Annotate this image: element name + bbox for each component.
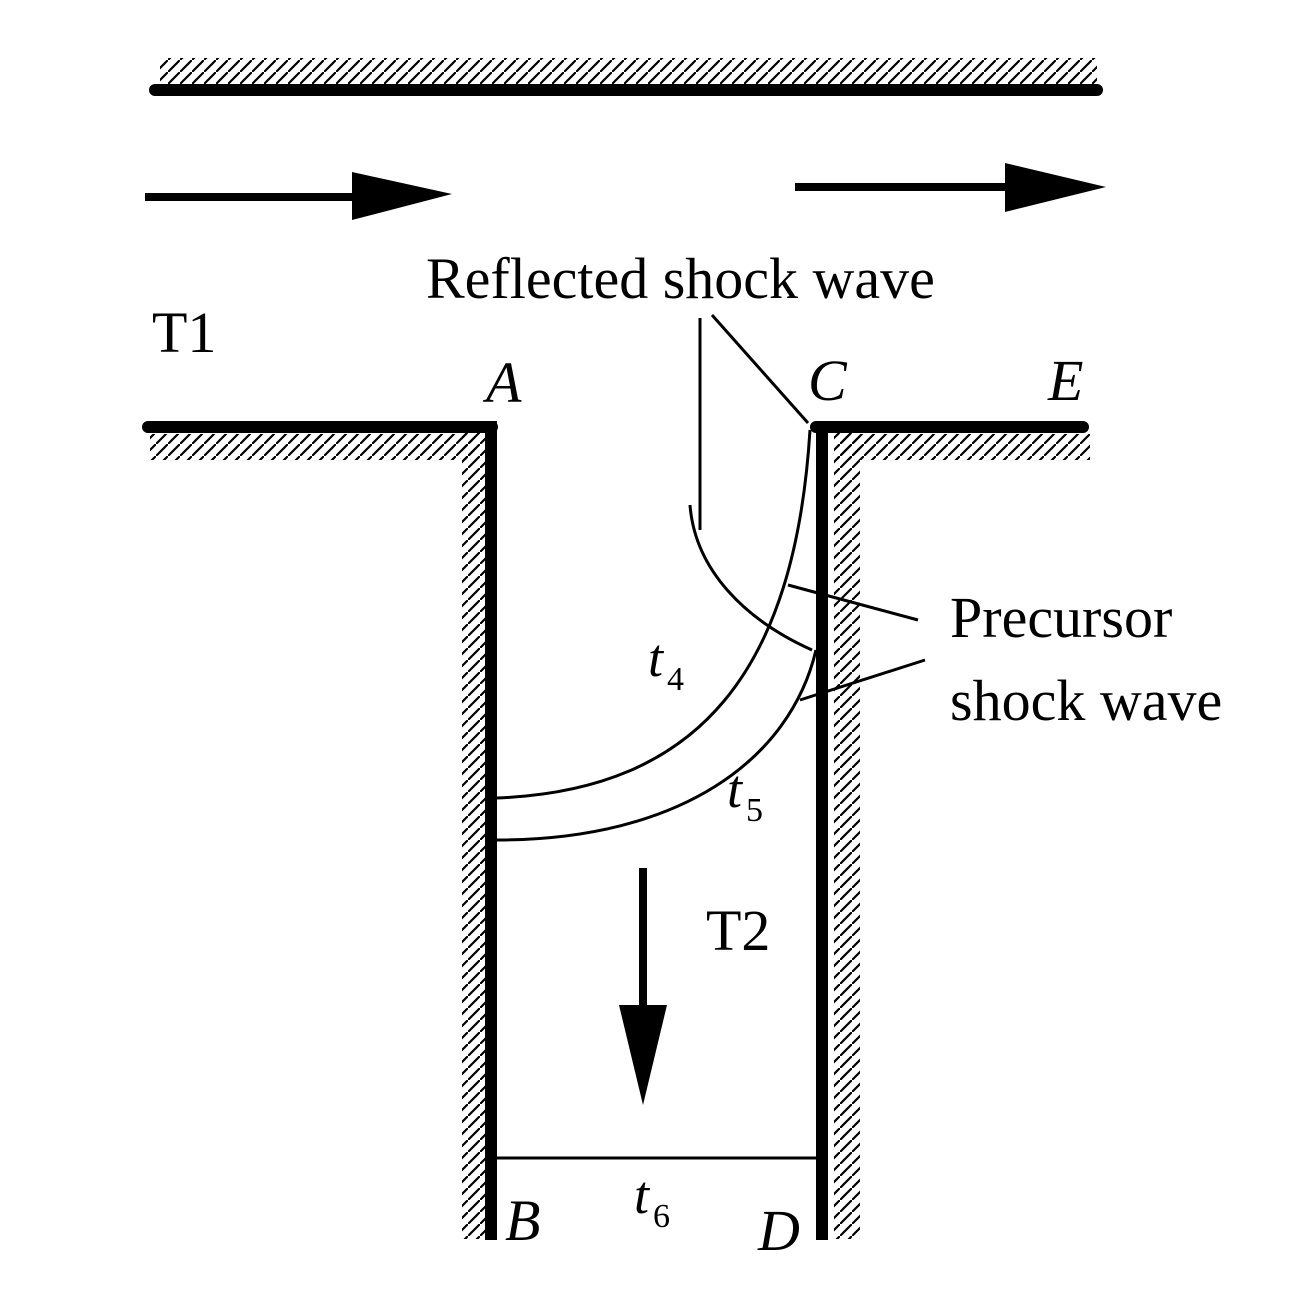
label-t6: t 6 [634,1165,670,1235]
lower-left-wall [142,421,498,460]
label-t1: T1 [152,300,216,365]
shock-front-t5 [496,649,818,842]
precursor-leader-lines [787,583,926,702]
shock-front-t4 [496,429,812,800]
top-wall [149,58,1103,96]
label-d: D [757,1198,800,1263]
reflected-leader-lines [698,314,810,530]
branch-left-wall [462,421,497,1240]
label-t5: t 5 [727,759,763,829]
label-precursor-line2: shock wave [950,668,1222,733]
flow-arrow-right [795,163,1106,212]
label-reflected-shock-wave: Reflected shock wave [426,246,935,311]
label-c: C [808,348,848,413]
lower-right-wall [810,421,1090,460]
label-a: A [482,350,522,415]
label-t4: t 4 [648,628,684,698]
flow-arrow-left [145,172,452,220]
label-precursor-line1: Precursor [950,585,1172,650]
branch-right-wall [816,421,860,1240]
flow-arrow-down [619,868,667,1105]
label-e: E [1047,348,1083,413]
label-b: B [505,1188,540,1253]
reflected-shock-front [688,504,813,652]
label-t2: T2 [706,898,770,963]
